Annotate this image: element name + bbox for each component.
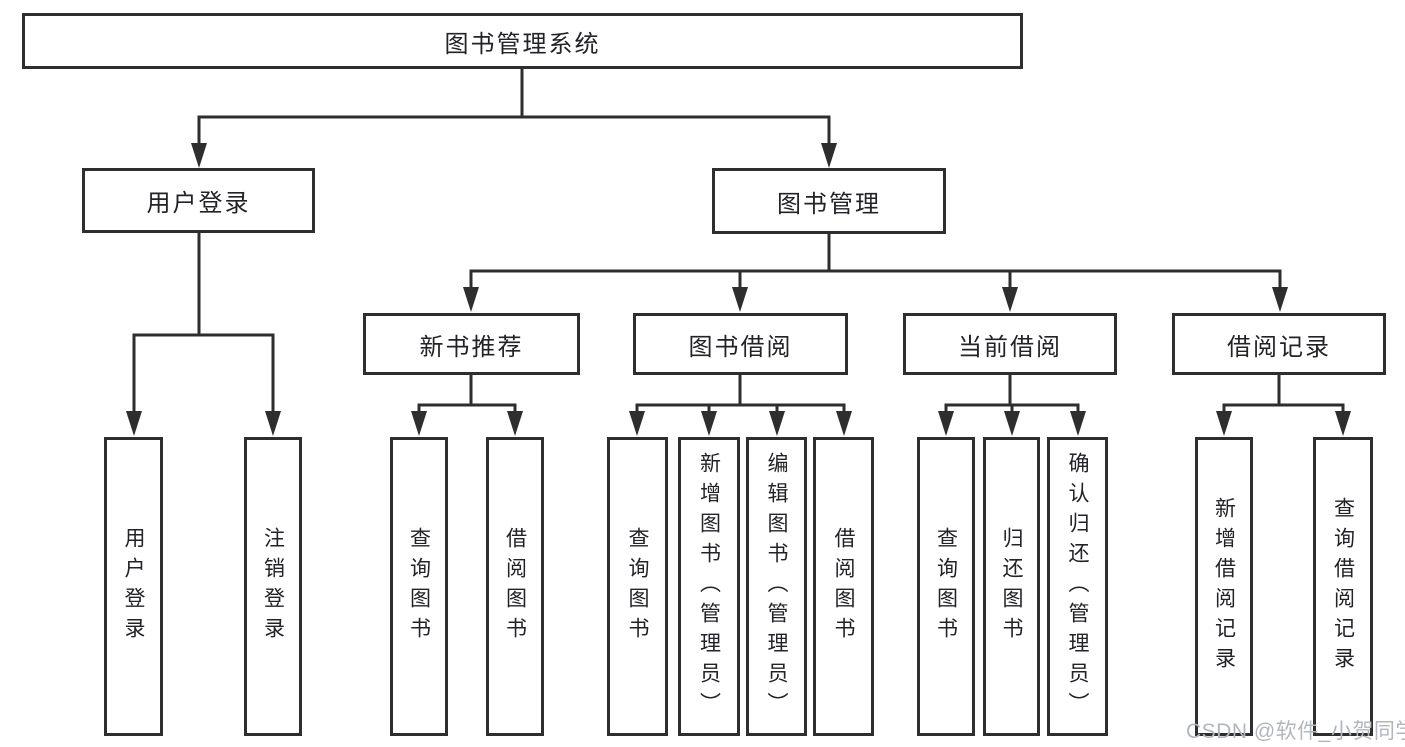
- node-user-login: 用户登录: [82, 168, 315, 233]
- csdn-watermark: CSDN @软件_小贺同学: [1186, 720, 1405, 743]
- node-borrow-records-label: 借阅记录: [1227, 333, 1331, 361]
- node-borrow-records: 借阅记录: [1172, 313, 1386, 375]
- node-book-management-label: 图书管理: [777, 190, 881, 218]
- leaf-borrow-books-recommend: 借阅图书: [486, 437, 544, 736]
- leaf-query-borrow-record: 查询借阅记录: [1313, 437, 1373, 736]
- leaf-add-borrow-record: 新增借阅记录: [1195, 437, 1253, 736]
- leaf-user-login: 用户登录: [104, 437, 163, 736]
- node-user-login-label: 用户登录: [146, 190, 251, 217]
- node-new-book-recommend: 新书推荐: [363, 313, 580, 375]
- node-book-management: 图书管理: [712, 168, 946, 234]
- leaf-confirm-return-admin: 确认归还（管理员）: [1047, 437, 1108, 736]
- leaf-borrow-books-borrowing: 借阅图书: [813, 437, 874, 736]
- leaf-query-books-current: 查询图书: [917, 437, 975, 736]
- leaf-add-books-admin: 新增图书（管理员）: [678, 437, 740, 736]
- leaf-edit-books-admin: 编辑图书（管理员）: [746, 437, 807, 736]
- leaf-return-books: 归还图书: [983, 437, 1040, 736]
- root-node-label: 图书管理系统: [444, 30, 601, 58]
- node-new-book-recommend-label: 新书推荐: [419, 333, 524, 361]
- node-book-borrowing-label: 图书借阅: [688, 333, 793, 361]
- node-current-borrowing: 当前借阅: [903, 313, 1117, 375]
- node-current-borrowing-label: 当前借阅: [958, 333, 1062, 361]
- leaf-query-books-recommend: 查询图书: [390, 437, 448, 736]
- node-book-borrowing: 图书借阅: [633, 313, 848, 375]
- leaf-logout: 注销登录: [244, 437, 302, 736]
- root-node-book-management-system: 图书管理系统: [22, 13, 1023, 69]
- arrowheads: [126, 143, 1351, 436]
- leaf-query-books-borrowing: 查询图书: [607, 437, 668, 736]
